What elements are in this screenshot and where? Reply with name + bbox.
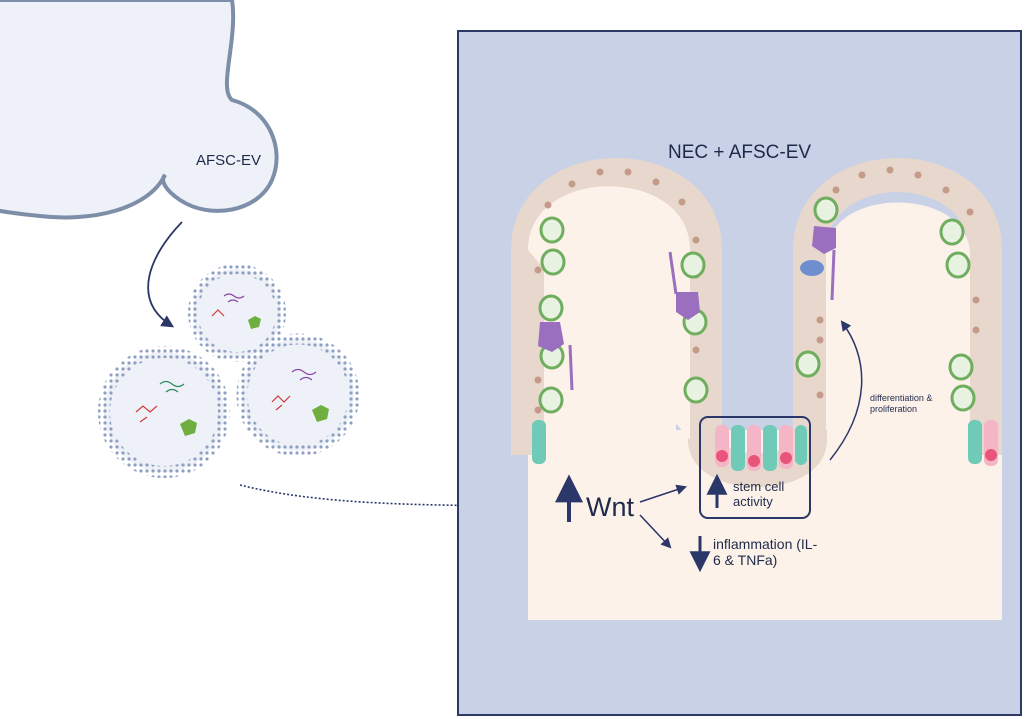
villus-right (793, 158, 1002, 455)
panel-title: NEC + AFSC-EV (668, 142, 812, 163)
crypt-base-cells (532, 420, 998, 471)
extracellular-vesicle-1 (188, 264, 286, 362)
wnt-to-stem-arrow (639, 484, 687, 503)
release-arrow (147, 221, 183, 328)
differentiation-arrow (829, 320, 863, 461)
source-cell-label: AFSC-EV (196, 152, 262, 169)
inflammation-label: inflammation (IL-6 & TNFa) (713, 536, 818, 568)
source-cell (0, 0, 279, 220)
villus-left (511, 158, 722, 455)
extracellular-vesicle-2 (98, 346, 230, 478)
wnt-label: Wnt (586, 492, 635, 522)
differentiation-label: differentiation & proliferation (870, 393, 933, 414)
stem-cell-niche-box (699, 416, 811, 519)
tuft-cells (538, 226, 836, 391)
wnt-to-inflammation-arrow (639, 514, 672, 549)
stem-cell-label: stem cell activity (733, 479, 785, 509)
enteroendocrine-cell (800, 260, 824, 276)
extracellular-vesicle-3 (236, 333, 360, 457)
